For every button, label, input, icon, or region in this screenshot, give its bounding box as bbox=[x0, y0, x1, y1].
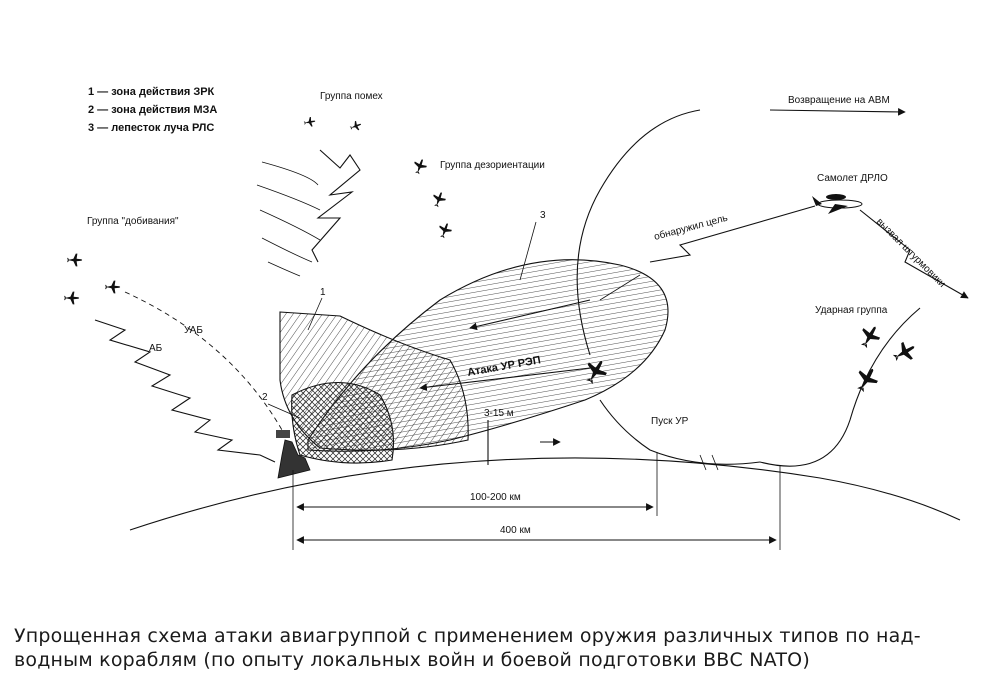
finishing-aircraft-icon bbox=[64, 291, 80, 305]
jamming-aircraft-icon bbox=[348, 119, 363, 133]
jamming-aircraft-icon bbox=[303, 116, 317, 128]
caption-line-1: Упрощенная схема атаки авиагруппой с при… bbox=[14, 625, 921, 647]
strike-approach-path bbox=[599, 399, 761, 465]
legend-item-1: 1 — зона действия ЗРК bbox=[88, 86, 215, 98]
caption-line-2: водным кораблям (по опыту локальных войн… bbox=[14, 649, 810, 671]
strike-aircraft-icon bbox=[855, 321, 884, 352]
radar-beam-arrow bbox=[469, 299, 591, 331]
legend: 1 — зона действия ЗРК 2 — зона действия … bbox=[88, 86, 217, 134]
finishing-group-label: Группа "добивания" bbox=[87, 215, 179, 227]
zone1-label: 1 bbox=[320, 287, 326, 298]
altitude-label: 3-15 м bbox=[484, 408, 514, 419]
strike-aircraft-icon bbox=[851, 363, 882, 396]
jamming-group-label: Группа помех bbox=[320, 91, 383, 102]
return-to-carrier-label: Возвращение на АВМ bbox=[788, 95, 890, 106]
radar-beam-line bbox=[599, 274, 641, 301]
finishing-aircraft-icon bbox=[105, 280, 121, 294]
figure-caption: Упрощенная схема атаки авиагруппой с при… bbox=[14, 624, 984, 672]
zone3-label: 3 bbox=[540, 210, 546, 221]
missile-attack-arrow bbox=[419, 367, 591, 392]
disorientation-aircraft-icon bbox=[436, 221, 454, 240]
disorientation-group-label: Группа дезориентации bbox=[440, 160, 545, 171]
jamming-waves bbox=[256, 149, 361, 277]
target-detected-label: обнаружил цель bbox=[653, 212, 729, 243]
return-climb-path bbox=[576, 109, 701, 356]
uab-label: УАБ bbox=[184, 325, 203, 336]
awacs-label: Самолет ДРЛО bbox=[817, 173, 888, 184]
disorientation-aircraft-icon bbox=[430, 190, 448, 209]
strike-return-path bbox=[759, 307, 921, 467]
strike-group-label: Ударная группа bbox=[815, 305, 888, 316]
distance-long-label: 400 км bbox=[500, 525, 531, 536]
called-strike-label: вызвал штурмовики bbox=[874, 216, 947, 289]
return-to-carrier-arrow bbox=[769, 108, 906, 116]
path-break-mark bbox=[699, 454, 719, 471]
distance-scale: 100-200 км 400 км bbox=[292, 452, 781, 550]
detection-line bbox=[649, 205, 816, 263]
ab-trajectory bbox=[94, 319, 276, 463]
target-ship bbox=[276, 430, 311, 479]
awacs-aircraft-icon bbox=[812, 194, 863, 214]
earth-surface bbox=[129, 457, 961, 531]
call-strike-line bbox=[859, 209, 969, 299]
strike-aircraft-icon bbox=[889, 338, 920, 367]
ab-label: АБ bbox=[149, 343, 163, 354]
uab-trajectory bbox=[124, 291, 283, 431]
legend-item-3: 3 — лепесток луча РЛС bbox=[88, 122, 214, 134]
legend-item-2: 2 — зона действия МЗА bbox=[88, 104, 217, 116]
zone2-aaa-area bbox=[291, 381, 395, 464]
missile-launch-label: Пуск УР bbox=[651, 416, 689, 427]
distance-short-label: 100-200 км bbox=[470, 492, 521, 503]
disorientation-aircraft-icon bbox=[411, 157, 429, 176]
zone2-label: 2 bbox=[262, 392, 268, 403]
finishing-aircraft-icon bbox=[67, 253, 83, 267]
